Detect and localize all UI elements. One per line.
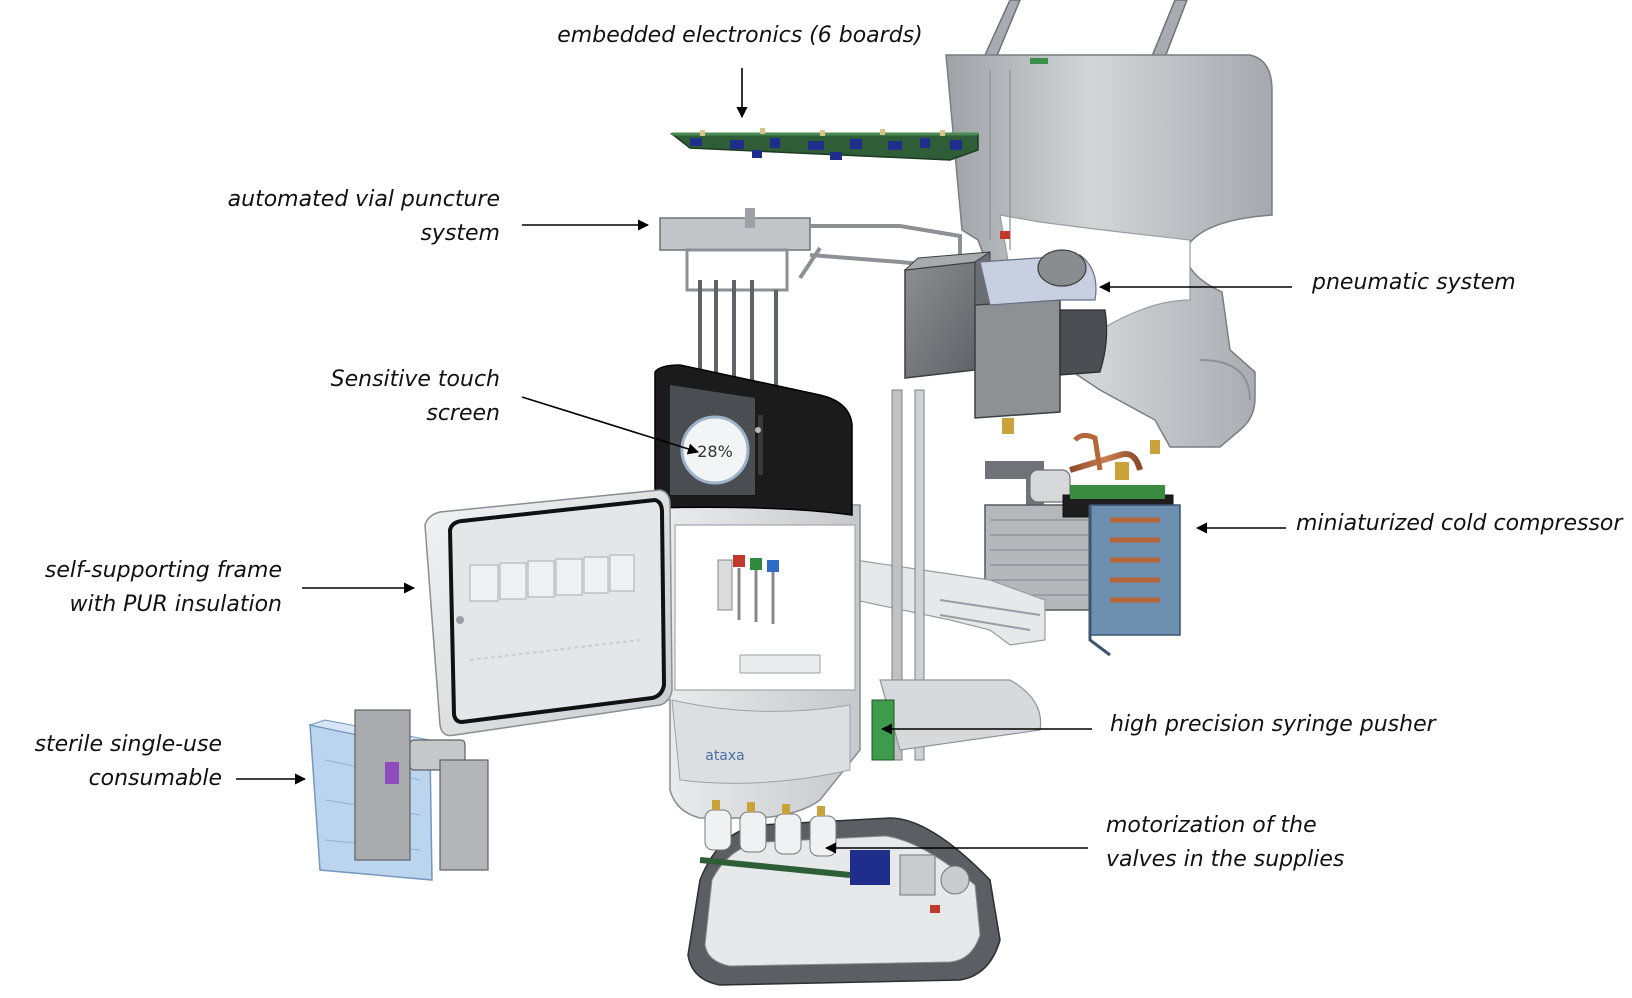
main-body <box>649 504 861 819</box>
electronics-boards <box>669 128 979 161</box>
screen-gauge[interactable] <box>680 415 750 485</box>
syringe-rail <box>854 389 1046 761</box>
callout-arrows <box>236 68 1292 854</box>
arrow-touch <box>521 396 700 455</box>
label-syringe-pusher: high precision syringe pusher <box>1110 712 1436 737</box>
label-vial-puncture: automated vial puncture system <box>227 187 500 246</box>
cold-compressor <box>984 432 1181 657</box>
door-frame <box>424 489 673 737</box>
label-pneumatic: pneumatic system <box>1312 270 1516 295</box>
label-valve-motorization: motorization of the valves in the suppli… <box>1106 813 1345 872</box>
consumable-cartridge <box>308 709 489 881</box>
touch-screen-housing: 28% <box>654 364 853 516</box>
label-consumable: sterile single-use consumable <box>34 732 222 791</box>
vial-puncture-system <box>659 208 962 395</box>
label-embedded-electronics: embedded electronics (6 boards) <box>557 23 923 48</box>
screen-percentage: 28% <box>697 442 733 461</box>
device-brand: ataxa <box>705 748 745 764</box>
valve-base <box>687 800 1001 986</box>
label-self-supporting-frame: self-supporting frame with PUR insulatio… <box>44 558 282 617</box>
pneumatic-block <box>903 249 1160 454</box>
label-touch-screen: Sensitive touch screen <box>330 367 500 426</box>
label-cold-compressor: miniaturized cold compressor <box>1296 511 1623 536</box>
